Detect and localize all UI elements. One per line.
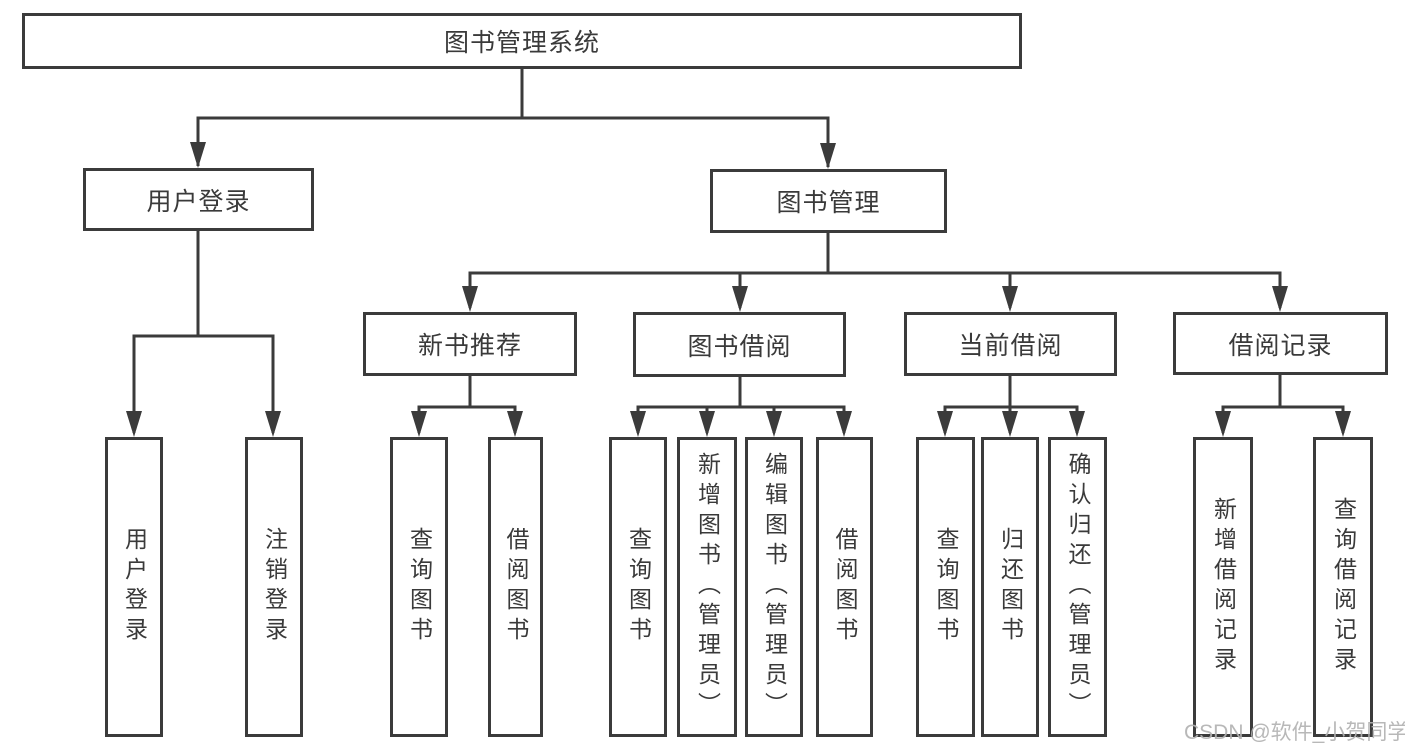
node-label: 用户登录 — [146, 187, 251, 216]
node-borrow-books-borrowing: 借阅图书 — [816, 437, 873, 737]
node-label: 借阅图书 — [503, 527, 529, 647]
node-current-borrowing: 当前借阅 — [904, 312, 1117, 376]
node-label: 确认归还（管理员） — [1065, 452, 1091, 722]
node-borrowing-records: 借阅记录 — [1173, 312, 1388, 375]
node-label: 新增借阅记录 — [1210, 497, 1237, 677]
node-user-login-action: 用户登录 — [105, 437, 163, 737]
node-add-books-admin: 新增图书（管理员） — [677, 437, 737, 737]
connector-root-to-level2 — [190, 69, 836, 169]
connector-current-borrowing-to-leaves — [937, 376, 1085, 437]
node-query-books-recommendation: 查询图书 — [390, 437, 448, 737]
node-label: 图书借阅 — [687, 332, 792, 361]
node-query-borrowing-record: 查询借阅记录 — [1313, 437, 1373, 737]
node-library-management-system: 图书管理系统 — [22, 13, 1022, 69]
csdn-watermark: CSDN @软件_小贺同学 — [1184, 721, 1405, 744]
node-label: 查询图书 — [406, 527, 433, 647]
node-label: 图书管理 — [776, 189, 881, 217]
node-user-login: 用户登录 — [83, 168, 314, 231]
node-label: 借阅记录 — [1228, 331, 1333, 360]
node-label: 新书推荐 — [417, 332, 522, 360]
node-add-borrowing-record: 新增借阅记录 — [1193, 437, 1253, 737]
node-query-books-current: 查询图书 — [916, 437, 975, 737]
connector-book-management-to-groups — [462, 233, 1288, 312]
node-return-books: 归还图书 — [981, 437, 1039, 737]
node-label: 归还图书 — [997, 527, 1024, 647]
node-edit-books-admin: 编辑图书（管理员） — [745, 437, 803, 737]
connector-borrowing-records-to-leaves — [1215, 375, 1351, 437]
node-label: 图书管理系统 — [443, 29, 600, 57]
node-book-management: 图书管理 — [710, 169, 947, 233]
node-label: 注销登录 — [261, 527, 288, 647]
node-label: 新增图书（管理员） — [694, 452, 721, 722]
node-label: 查询图书 — [933, 527, 959, 647]
node-confirm-return-admin: 确认归还（管理员） — [1048, 437, 1107, 737]
node-logout-action: 注销登录 — [245, 437, 303, 737]
connector-user-login-to-leaves — [126, 231, 281, 437]
node-label: 查询借阅记录 — [1330, 497, 1357, 677]
connector-new-book-recommendation-to-leaves — [411, 376, 523, 437]
node-borrow-books-recommendation: 借阅图书 — [488, 437, 543, 737]
node-new-book-recommendation: 新书推荐 — [363, 312, 577, 376]
node-label: 用户登录 — [121, 527, 148, 647]
node-query-books-borrowing: 查询图书 — [609, 437, 667, 737]
node-label: 借阅图书 — [832, 527, 858, 647]
node-label: 查询图书 — [625, 527, 652, 647]
node-label: 当前借阅 — [958, 332, 1063, 360]
node-book-borrowing: 图书借阅 — [633, 312, 846, 377]
node-label: 编辑图书（管理员） — [761, 452, 788, 722]
connector-book-borrowing-to-leaves — [630, 377, 852, 437]
